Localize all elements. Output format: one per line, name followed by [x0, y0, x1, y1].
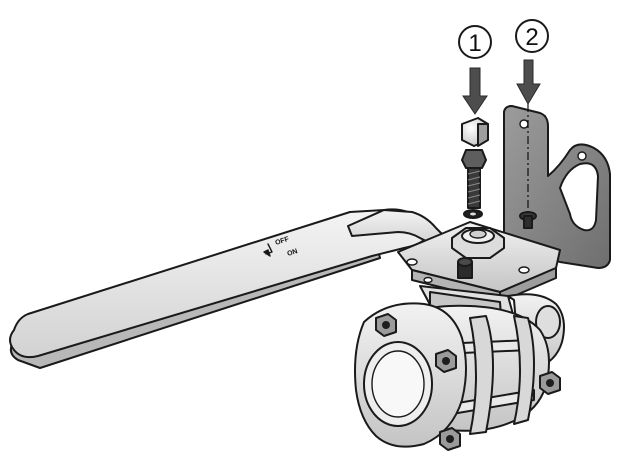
flange-nut-icon: [375, 313, 397, 337]
callout-2-circle: [515, 19, 549, 53]
callout-1: 1: [458, 25, 492, 115]
callout-2: 2: [515, 19, 549, 214]
callout-1-number: 1: [468, 30, 481, 57]
flange-nut-icon: [435, 349, 457, 373]
valve-body: [354, 285, 565, 451]
bracket-hole-icon: [577, 151, 587, 161]
bracket-hole-icon: [519, 119, 529, 129]
valve-handle: OFF ON: [9, 208, 445, 369]
callout-2-number: 2: [525, 24, 538, 51]
mounting-pad: [397, 211, 561, 303]
flange-nut-icon: [539, 371, 561, 395]
handle-on-label: ON: [286, 248, 298, 258]
bolt: [461, 117, 489, 219]
callout-1-arrow-icon: [462, 67, 488, 115]
callout-1-circle: [458, 25, 492, 59]
flange-nut-icon: [439, 427, 461, 451]
callout-2-arrow-icon: [516, 59, 541, 106]
handle-off-label: OFF: [274, 236, 290, 247]
